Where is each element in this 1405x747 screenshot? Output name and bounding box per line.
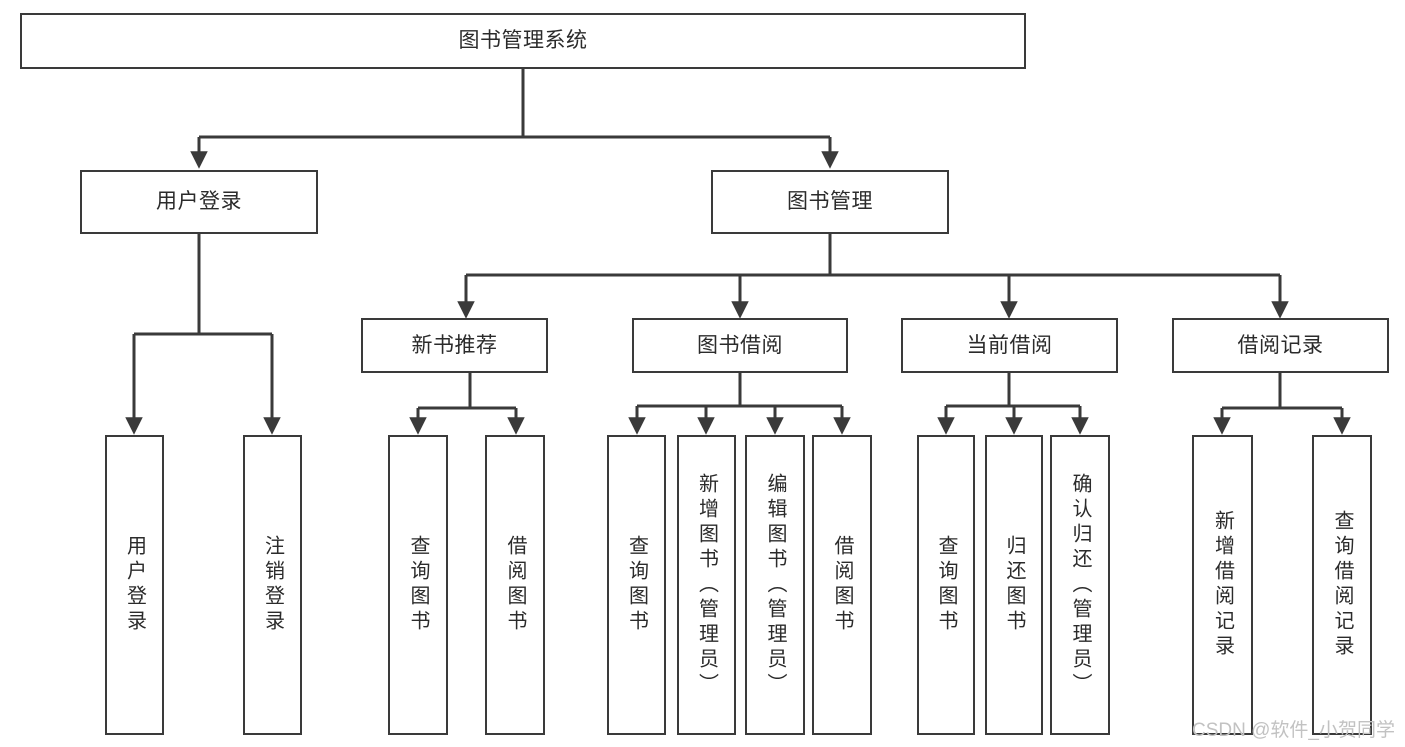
node-leaf-query-book-1[interactable]: 查询图书 bbox=[388, 435, 448, 735]
node-book-borrow[interactable]: 图书借阅 bbox=[632, 318, 848, 373]
node-leaf-query-book-3-label: 查询图书 bbox=[935, 535, 957, 635]
node-new-book-recommend-label: 新书推荐 bbox=[411, 333, 498, 357]
node-leaf-query-book-2-label: 查询图书 bbox=[625, 535, 648, 635]
node-user-login[interactable]: 用户登录 bbox=[80, 170, 318, 234]
node-leaf-user-login[interactable]: 用户登录 bbox=[105, 435, 164, 735]
node-leaf-return-book-label: 归还图书 bbox=[1003, 535, 1025, 635]
node-leaf-edit-book[interactable]: 编辑图书（管理员） bbox=[745, 435, 805, 735]
node-leaf-borrow-book-1[interactable]: 借阅图书 bbox=[485, 435, 545, 735]
node-borrow-record[interactable]: 借阅记录 bbox=[1172, 318, 1389, 373]
node-leaf-add-record-label: 新增借阅记录 bbox=[1211, 510, 1234, 660]
node-leaf-confirm-return[interactable]: 确认归还（管理员） bbox=[1050, 435, 1110, 735]
node-leaf-edit-book-label: 编辑图书（管理员） bbox=[764, 472, 786, 698]
node-leaf-add-book-label: 新增图书（管理员） bbox=[695, 472, 718, 698]
node-leaf-query-record[interactable]: 查询借阅记录 bbox=[1312, 435, 1372, 735]
node-leaf-user-login-label: 用户登录 bbox=[123, 535, 146, 635]
node-root-label: 图书管理系统 bbox=[458, 29, 588, 53]
node-current-borrow[interactable]: 当前借阅 bbox=[901, 318, 1118, 373]
node-leaf-logout[interactable]: 注销登录 bbox=[243, 435, 302, 735]
node-leaf-add-record[interactable]: 新增借阅记录 bbox=[1192, 435, 1253, 735]
node-leaf-return-book[interactable]: 归还图书 bbox=[985, 435, 1043, 735]
node-leaf-add-book[interactable]: 新增图书（管理员） bbox=[677, 435, 736, 735]
node-borrow-record-label: 借阅记录 bbox=[1237, 333, 1324, 357]
node-user-login-label: 用户登录 bbox=[156, 190, 242, 214]
node-leaf-borrow-book-2-label: 借阅图书 bbox=[831, 535, 853, 635]
node-current-borrow-label: 当前借阅 bbox=[966, 333, 1053, 357]
node-book-manage[interactable]: 图书管理 bbox=[711, 170, 949, 234]
node-leaf-query-book-3[interactable]: 查询图书 bbox=[917, 435, 975, 735]
node-leaf-confirm-return-label: 确认归还（管理员） bbox=[1069, 472, 1091, 698]
node-leaf-query-book-1-label: 查询图书 bbox=[407, 535, 429, 635]
node-leaf-query-record-label: 查询借阅记录 bbox=[1331, 510, 1353, 660]
csdn-watermark: CSDN @软件_小贺同学 bbox=[1192, 720, 1395, 741]
node-leaf-borrow-book-2[interactable]: 借阅图书 bbox=[812, 435, 872, 735]
node-new-book-recommend[interactable]: 新书推荐 bbox=[361, 318, 548, 373]
node-leaf-query-book-2[interactable]: 查询图书 bbox=[607, 435, 666, 735]
node-leaf-logout-label: 注销登录 bbox=[261, 535, 284, 635]
node-book-manage-label: 图书管理 bbox=[787, 190, 873, 214]
node-leaf-borrow-book-1-label: 借阅图书 bbox=[504, 535, 526, 635]
node-root[interactable]: 图书管理系统 bbox=[20, 13, 1026, 69]
node-book-borrow-label: 图书借阅 bbox=[697, 333, 783, 357]
